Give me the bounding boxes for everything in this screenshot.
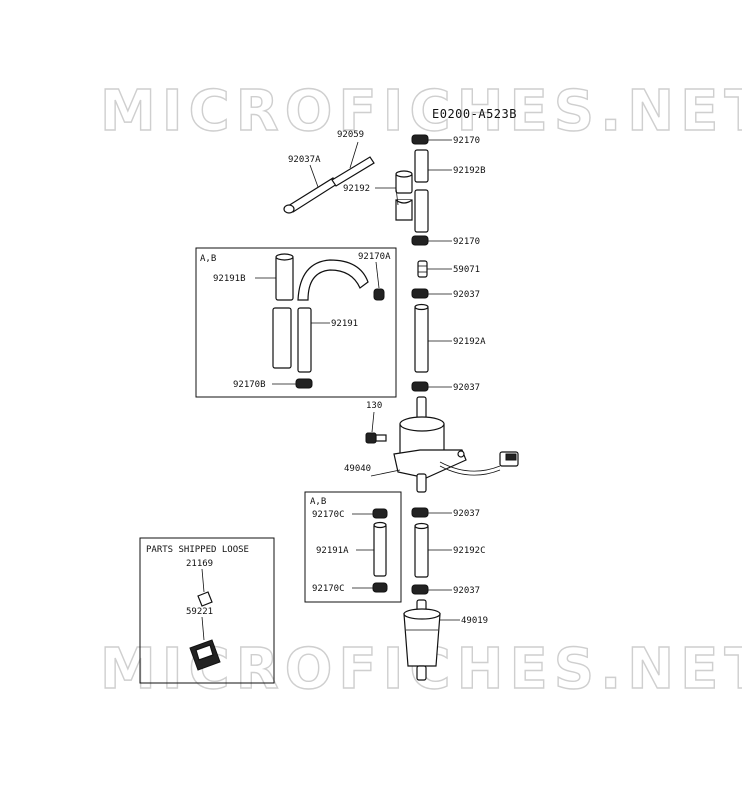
hose-92192a[interactable]: [414, 303, 429, 373]
hose-92191[interactable]: [297, 259, 369, 373]
label-92191b: 92191B: [213, 274, 246, 284]
clamp-92037-1[interactable]: [411, 288, 429, 299]
label-92170c-2: 92170C: [312, 584, 345, 594]
group-ab-label-upper: A,B: [200, 254, 216, 264]
clamp-92037-4[interactable]: [411, 584, 429, 595]
diagram-code: E0200-A523B: [432, 107, 517, 121]
bolt-130[interactable]: [365, 432, 387, 444]
label-92192c: 92192C: [453, 546, 486, 556]
label-49019: 49019: [461, 616, 488, 626]
label-59071: 59071: [453, 265, 480, 275]
hose-92037a[interactable]: [283, 177, 338, 214]
joint-59071[interactable]: [417, 260, 428, 278]
label-59221: 59221: [186, 607, 213, 617]
label-130: 130: [366, 401, 382, 411]
connector-59221[interactable]: [189, 639, 221, 671]
label-92037-2: 92037: [453, 383, 480, 393]
group-ab-label-lower: A,B: [310, 497, 326, 507]
label-92192a: 92192A: [453, 337, 486, 347]
hose-92192[interactable]: [395, 170, 413, 221]
hose-92192b[interactable]: [414, 149, 429, 233]
label-21169: 21169: [186, 559, 213, 569]
label-92170-mid: 92170: [453, 237, 480, 247]
clamp-92170b[interactable]: [295, 378, 313, 389]
watermark-top: MICROFICHES.NET: [100, 79, 742, 144]
label-92192b: 92192B: [453, 166, 486, 176]
group-ab-box-lower: [304, 491, 402, 603]
parts-loose-box: [139, 537, 275, 684]
clamp-92170c-1[interactable]: [372, 508, 388, 519]
clamp-92170-top[interactable]: [411, 134, 429, 145]
terminal-21169[interactable]: [197, 591, 213, 607]
hose-92059[interactable]: [331, 156, 375, 187]
label-49040: 49040: [344, 464, 371, 474]
clamp-92170c-2[interactable]: [372, 582, 388, 593]
label-92191a: 92191A: [316, 546, 349, 556]
label-92037-3: 92037: [453, 509, 480, 519]
clamp-92170a[interactable]: [373, 288, 385, 301]
parts-loose-title: PARTS SHIPPED LOOSE: [146, 545, 249, 555]
label-92059: 92059: [337, 130, 364, 140]
label-92170b: 92170B: [233, 380, 266, 390]
label-92037a: 92037A: [288, 155, 321, 165]
fuel-pump-49040[interactable]: [393, 396, 519, 493]
label-92191: 92191: [331, 319, 358, 329]
clamp-92037-3[interactable]: [411, 507, 429, 518]
label-92170c-1: 92170C: [312, 510, 345, 520]
label-92192: 92192: [343, 184, 370, 194]
hose-92191a[interactable]: [373, 521, 387, 577]
hose-92191b[interactable]: [272, 253, 294, 369]
label-92037-1: 92037: [453, 290, 480, 300]
group-ab-box-upper: [195, 247, 397, 398]
hose-92192c[interactable]: [414, 522, 429, 578]
label-92037-4: 92037: [453, 586, 480, 596]
clamp-92037-2[interactable]: [411, 381, 429, 392]
label-92170a: 92170A: [358, 252, 391, 262]
label-92170-top: 92170: [453, 136, 480, 146]
clamp-92170-mid[interactable]: [411, 235, 429, 246]
fuel-filter-49019[interactable]: [403, 599, 441, 681]
